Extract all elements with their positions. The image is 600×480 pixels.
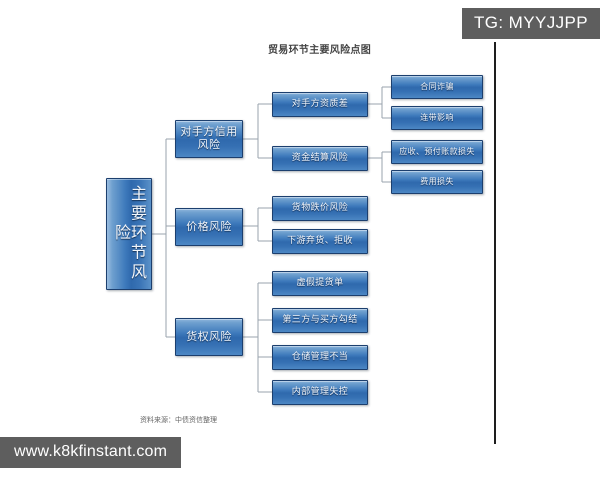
node-label: 费用损失 <box>420 177 454 187</box>
node-label: 货权风险 <box>186 329 232 343</box>
node-label: 合同诈骗 <box>420 82 454 92</box>
node-label: 对手方资质差 <box>291 99 349 110</box>
node-downstream-abandon-reject[interactable]: 下游弃货、拒收 <box>272 229 368 254</box>
source-note: 资料来源：中债资信整理 <box>140 416 217 424</box>
node-fake-delivery-order[interactable]: 虚假提货单 <box>272 271 368 296</box>
telegram-watermark-badge: TG: MYYJJPP <box>462 8 600 39</box>
node-joint-liability-impact[interactable]: 连带影响 <box>391 106 483 130</box>
node-receivable-prepayment-loss[interactable]: 应收、预付账款损失 <box>391 140 483 164</box>
node-third-party-buyer-collusion[interactable]: 第三方与买方勾结 <box>272 308 368 333</box>
node-label: 货物跌价风险 <box>291 203 349 214</box>
node-goods-price-decline-risk[interactable]: 货物跌价风险 <box>272 196 368 221</box>
diagram-title: 贸易环节主要风险点图 <box>268 45 371 56</box>
node-warehouse-mismanagement[interactable]: 仓储管理不当 <box>272 345 368 370</box>
node-label: 虚假提货单 <box>296 278 344 289</box>
node-counterparty-poor-qualification[interactable]: 对手方资质差 <box>272 92 368 117</box>
node-label: 价格风险 <box>186 219 232 233</box>
node-label: 应收、预付账款损失 <box>399 147 475 157</box>
node-label: 对手方信用风险 <box>180 125 238 151</box>
node-price-risk[interactable]: 价格风险 <box>175 208 243 246</box>
node-fund-settlement-risk[interactable]: 资金结算风险 <box>272 146 368 171</box>
url-watermark-badge: www.k8kfinstant.com <box>0 437 182 468</box>
node-contract-fraud[interactable]: 合同诈骗 <box>391 75 483 99</box>
node-internal-control-failure[interactable]: 内部管理失控 <box>272 380 368 405</box>
node-root-label: 主要环节风险 <box>112 185 147 283</box>
node-root-main-risk[interactable]: 主要环节风险 <box>106 178 152 290</box>
node-label: 下游弃货、拒收 <box>287 236 353 247</box>
node-counterparty-credit-risk[interactable]: 对手方信用风险 <box>175 120 243 158</box>
node-label: 内部管理失控 <box>291 387 349 398</box>
node-label: 连带影响 <box>420 113 454 123</box>
node-expense-loss[interactable]: 费用损失 <box>391 170 483 194</box>
node-label: 资金结算风险 <box>291 153 349 164</box>
node-label: 第三方与买方勾结 <box>282 315 358 326</box>
node-goods-right-risk[interactable]: 货权风险 <box>175 318 243 356</box>
page-divider-rule <box>494 42 496 444</box>
node-label: 仓储管理不当 <box>291 352 349 363</box>
